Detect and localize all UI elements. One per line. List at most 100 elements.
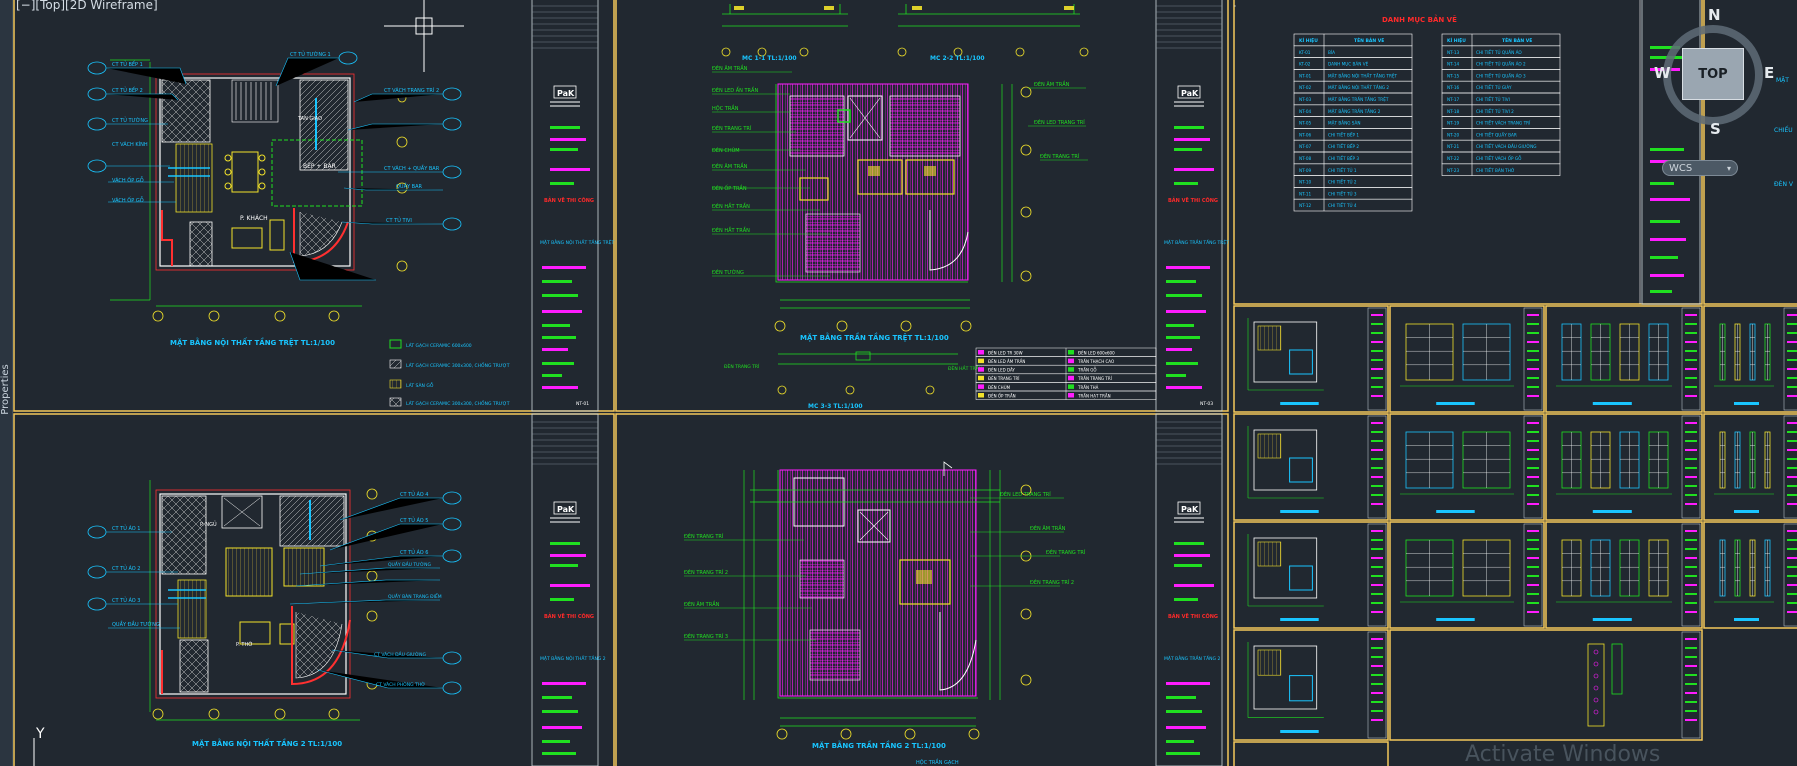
sheet-4-right-callouts: ĐÈN LED TRANG TRÍ ĐÈN ÂM TRẦN ĐÈN TRANG … [970, 490, 1086, 587]
svg-text:CHI TIẾT TỦ TIVI: CHI TIẾT TỦ TIVI [1476, 96, 1510, 102]
ucs-icon: Y [33, 726, 45, 766]
callout-ct-tu-ao-2: CT TỦ ÁO 2 [112, 564, 140, 572]
svg-text:NT-04: NT-04 [1299, 109, 1311, 114]
svg-text:CHI TIẾT TỦ 2: CHI TIẾT TỦ 2 [1328, 179, 1357, 185]
svg-text:NT-13: NT-13 [1447, 50, 1459, 55]
index-sheet-border [1233, 0, 1703, 305]
svg-text:KÍ HIỆU: KÍ HIỆU [1447, 36, 1466, 44]
svg-text:ĐÈN TRANG TRÍ 2: ĐÈN TRANG TRÍ 2 [684, 568, 728, 576]
svg-text:ĐÈN LED ÂM TRẦN: ĐÈN LED ÂM TRẦN [988, 359, 1025, 364]
svg-text:NT-07: NT-07 [1299, 144, 1311, 149]
svg-text:BÌA: BÌA [1328, 50, 1335, 55]
svg-text:MẶT BẰNG NỘI THẤT TẦNG TRỆT: MẶT BẰNG NỘI THẤT TẦNG TRỆT [540, 238, 614, 246]
svg-text:NT-15: NT-15 [1447, 73, 1459, 78]
wcs-label: WCS [1669, 163, 1693, 174]
svg-text:ĐÈN LED TR 30W: ĐÈN LED TR 30W [988, 350, 1023, 355]
cropped-sheet-border [1703, 0, 1797, 305]
svg-text:DANH MỤC BẢN VẼ: DANH MỤC BẢN VẼ [1328, 62, 1369, 67]
sheet-4-border [615, 413, 1229, 766]
room-label-bep-bar: BẾP + BAR [303, 162, 336, 170]
sheet-2-section3-callout-right: ĐÈN HẮT TRẦN [948, 364, 982, 372]
svg-text:MẶT BẰNG NỘI THẤT TẦNG 2: MẶT BẰNG NỘI THẤT TẦNG 2 [540, 654, 606, 662]
viewcube-ring[interactable] [1658, 20, 1768, 130]
properties-palette-tab[interactable]: Properties [0, 0, 13, 766]
cropped-sheet-text: MẶT CHIẾU ĐÈN V [1774, 77, 1794, 188]
callout-ct-tu-tuong-1: CT TỦ TƯỜNG 1 [290, 50, 331, 58]
svg-text:CHI TIẾT TỦ TIVI 2: CHI TIẾT TỦ TIVI 2 [1476, 108, 1514, 114]
svg-text:ĐÈN ÂM TRẦN: ĐÈN ÂM TRẦN [684, 600, 720, 608]
svg-text:ĐÈN ỐP TRẦN: ĐÈN ỐP TRẦN [712, 184, 747, 192]
svg-text:ĐÈN ÂM TRẦN: ĐÈN ÂM TRẦN [712, 162, 748, 170]
svg-text:ĐÈN TRANG TRÍ: ĐÈN TRANG TRÍ [684, 532, 724, 540]
svg-text:CHI TIẾT VÁCH ĐẦU GIƯỜNG: CHI TIẾT VÁCH ĐẦU GIƯỜNG [1476, 143, 1537, 149]
svg-text:ĐÈN TRANG TRÍ: ĐÈN TRANG TRÍ [1046, 548, 1086, 556]
svg-text:ĐÈN LED ẨN TRẦN: ĐÈN LED ẨN TRẦN [712, 86, 758, 94]
compass-east[interactable]: E [1764, 64, 1775, 82]
svg-text:ĐÈN LED DÂY: ĐÈN LED DÂY [988, 368, 1015, 373]
room-label-phong-khach: P. KHÁCH [240, 215, 268, 222]
svg-text:ĐÈN TRANG TRÍ 2: ĐÈN TRANG TRÍ 2 [1030, 578, 1074, 586]
activation-watermark: Activate Windows [1465, 742, 1661, 766]
sheet-2-right-callouts: ĐÈN ÂM TRẦN ĐÈN LED TRANG TRÍ ĐÈN TRANG … [1028, 80, 1088, 161]
sheet-3-plan: P. NGỦ P. THỜ CT TỦ ÁO 1 CT TỦ ÁO 2 CT T… [33, 480, 462, 766]
callout-ct-tu-ao-3: CT TỦ ÁO 3 [112, 596, 140, 604]
svg-text:NT-23: NT-23 [1447, 168, 1459, 173]
callout-quay-bar: QUẦY BAR [396, 182, 423, 190]
sheet-2-title: MẶT BẰNG TRẦN TẦNG TRỆT TL:1/100 [800, 332, 949, 342]
callout-ct-tu-ao-4: CT TỦ ÁO 4 [400, 490, 428, 498]
svg-text:ĐÈN ÂM TRẦN: ĐÈN ÂM TRẦN [1030, 524, 1066, 532]
svg-text:BẢN VẼ THI CÔNG: BẢN VẼ THI CÔNG [544, 612, 594, 620]
section-3-3-label: MC 3-3 TL:1/100 [808, 403, 863, 410]
svg-text:CHI TIẾT BẾP 1: CHI TIẾT BẾP 1 [1328, 131, 1359, 137]
callout-quay-ban-trang-diem: QUẦY BÀN TRANG ĐIỂM [388, 592, 442, 600]
svg-text:ĐÈN ÂM TRẦN: ĐÈN ÂM TRẦN [1034, 80, 1070, 88]
svg-text:MẶT BẰNG TRẦN TẦNG 2: MẶT BẰNG TRẦN TẦNG 2 [1328, 109, 1381, 114]
viewcube-top-face[interactable]: TOP [1682, 48, 1744, 100]
sheet-1-title: MẶT BẰNG NỘI THẤT TẦNG TRỆT TL:1/100 [170, 337, 335, 347]
svg-text:ĐÈN V: ĐÈN V [1774, 180, 1794, 188]
callout-ct-tu-ao-1: CT TỦ ÁO 1 [112, 524, 140, 532]
sheet-1-plan: BẾP + BAR P. KHÁCH TAN GIAO [87, 0, 510, 407]
compass-south[interactable]: S [1710, 120, 1721, 138]
svg-text:NT-01: NT-01 [1299, 73, 1311, 78]
svg-text:BẢN VẼ THI CÔNG: BẢN VẼ THI CÔNG [1168, 612, 1218, 620]
sheet-3-title: MẶT BẰNG NỘI THẤT TẦNG 2 TL:1/100 [192, 738, 342, 748]
svg-text:TRẦN TRANG TRÍ: TRẦN TRANG TRÍ [1077, 376, 1113, 381]
svg-text:MẶT BẰNG NỘI THẤT TẦNG 2: MẶT BẰNG NỘI THẤT TẦNG 2 [1328, 85, 1389, 90]
svg-text:ĐÈN LED TRANG TRÍ: ĐÈN LED TRANG TRÍ [1034, 118, 1085, 126]
viewport-controls-label[interactable]: [−][Top][2D Wireframe] [16, 0, 158, 12]
chevron-down-icon: ▾ [1726, 164, 1731, 173]
svg-text:TRẦN THẢ: TRẦN THẢ [1077, 385, 1099, 390]
sheet-2-ceiling-plan: MC 1-1 TL:1/100 MC 2-2 TL:1/100 [712, 4, 1157, 410]
callout-ct-tu-bep-1: CT TỦ BẾP 1 [112, 60, 143, 68]
svg-text:ĐÈN HẮT TRẦN: ĐÈN HẮT TRẦN [712, 226, 750, 234]
wcs-menu-button[interactable]: WCS ▾ [1662, 160, 1738, 176]
logo-text: PaK [1181, 505, 1199, 514]
svg-text:CHI TIẾT VÁCH ỐP GỖ: CHI TIẾT VÁCH ỐP GỖ [1476, 155, 1522, 161]
svg-text:BẢN VẼ THI CÔNG: BẢN VẼ THI CÔNG [1168, 196, 1218, 204]
sheet-1-border [13, 0, 615, 412]
svg-text:TRẦN THẠCH CAO: TRẦN THẠCH CAO [1077, 359, 1114, 364]
callout-ct-vach-phong-tho: CT VÁCH PHÒNG THỜ [376, 681, 425, 688]
compass-north[interactable]: N [1708, 6, 1721, 24]
svg-text:TRẦN HẠT TRẦN: TRẦN HẠT TRẦN [1077, 393, 1111, 398]
svg-text:TRẦN GỖ: TRẦN GỖ [1077, 368, 1096, 373]
svg-text:CHI TIẾT BÀN THỜ: CHI TIẾT BÀN THỜ [1476, 167, 1515, 173]
logo-text: PaK [557, 505, 575, 514]
compass-west[interactable]: W [1654, 64, 1671, 82]
sheet-1-legend: LÁT GẠCH CERAMIC 600x600 LÁT GẠCH CERAMI… [389, 339, 510, 407]
svg-text:NT-06: NT-06 [1299, 132, 1311, 137]
svg-text:CHI TIẾT TỦ QUẦN ÁO 2: CHI TIẾT TỦ QUẦN ÁO 2 [1476, 61, 1526, 67]
logo-text: PaK [557, 89, 575, 98]
svg-text:NT-18: NT-18 [1447, 109, 1459, 114]
svg-text:CHI TIẾT QUẦY BAR: CHI TIẾT QUẦY BAR [1476, 131, 1517, 137]
svg-text:NT-20: NT-20 [1447, 132, 1459, 137]
callout-quay-dau-tuong-r: QUẦY ĐẦU TƯỜNG [388, 560, 431, 568]
section-1-1-label: MC 1-1 TL:1/100 [742, 55, 797, 62]
svg-text:ĐÈN TRANG TRÍ 3: ĐÈN TRANG TRÍ 3 [684, 632, 728, 640]
